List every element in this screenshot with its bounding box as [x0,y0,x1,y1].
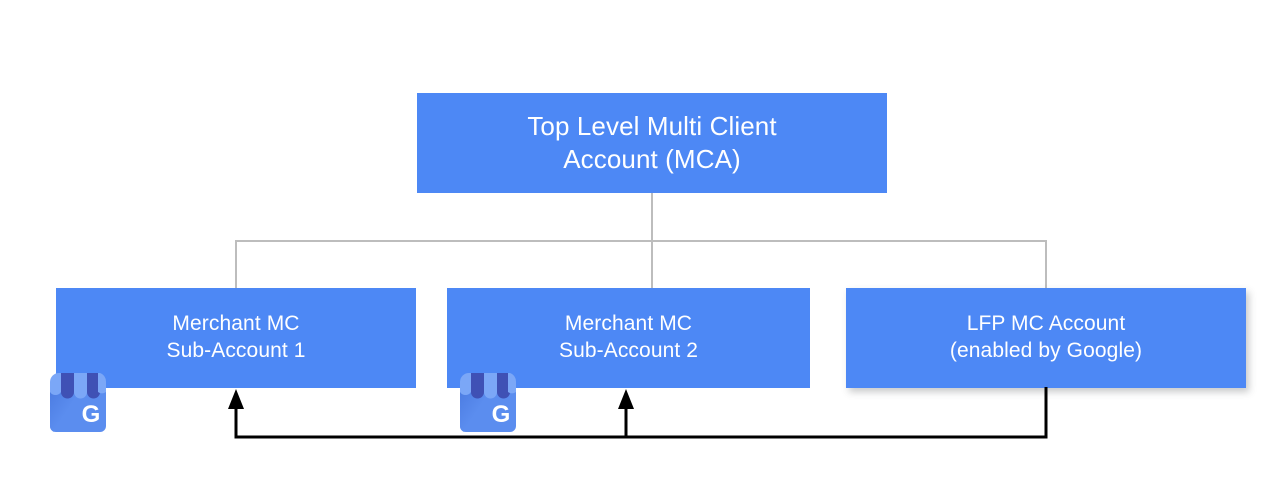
node-lfp-mc-account-label: LFP MC Account (enabled by Google) [949,312,1143,362]
node-top-level-mca-label: Top Level Multi Client Account (MCA) [527,110,777,174]
arrowhead-sub1 [228,389,244,409]
node-merchant-mc-sub-account-1-label: Merchant MC Sub-Account 1 [166,312,306,362]
arrowhead-sub2 [618,389,634,409]
node-top-level-mca[interactable]: Top Level Multi Client Account (MCA) [417,93,887,193]
node-merchant-mc-sub-account-2[interactable]: Merchant MC Sub-Account 2 [447,288,810,388]
google-business-profile-icon: G [459,373,517,432]
google-business-profile-icon: G [49,373,107,432]
node-lfp-mc-account[interactable]: LFP MC Account (enabled by Google) [846,288,1246,388]
google-g-glyph: G [492,401,511,428]
node-merchant-mc-sub-account-2-label: Merchant MC Sub-Account 2 [558,312,699,362]
google-g-glyph: G [82,401,101,428]
flow-path-lfp-to-subaccounts [234,387,1048,439]
node-merchant-mc-sub-account-1[interactable]: Merchant MC Sub-Account 1 [56,288,416,388]
